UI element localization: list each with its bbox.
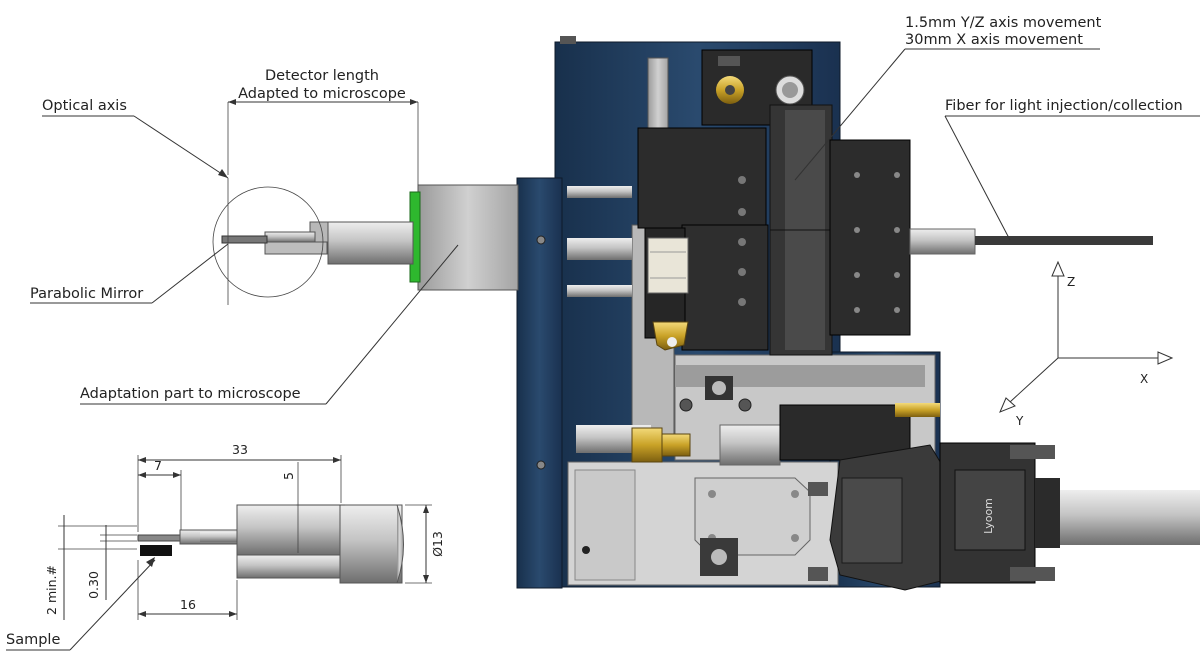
y-arrow bbox=[999, 397, 1016, 413]
connector-brand: Lyoom bbox=[982, 498, 995, 534]
axis-triad: Z X Y bbox=[999, 260, 1174, 428]
adaptation-part-label: Adaptation part to microscope bbox=[80, 386, 301, 402]
z-arrow bbox=[1051, 260, 1065, 277]
fiber bbox=[975, 236, 1153, 245]
xyz-stage bbox=[637, 127, 767, 229]
yz-movement-label: 1.5mm Y/Z axis movement bbox=[905, 15, 1102, 31]
top-left-annotations: Detector length Adapted to microscope Op… bbox=[30, 68, 459, 405]
dim-030: 0.30 bbox=[86, 571, 101, 599]
sample-block bbox=[140, 545, 172, 556]
dim-13: Ø13 bbox=[430, 531, 445, 557]
dim-7: 7 bbox=[154, 458, 162, 473]
dim-2min: 2 min.# bbox=[44, 565, 59, 615]
dim-5: 5 bbox=[281, 472, 296, 480]
dim-33: 33 bbox=[232, 442, 248, 457]
dim-16: 16 bbox=[180, 597, 196, 612]
detector-tube bbox=[327, 221, 414, 265]
side-plate bbox=[516, 177, 563, 589]
assembly: Lyoom bbox=[221, 36, 1200, 591]
detail-drawing: 33 7 5 Ø13 16 0.30 2 min.# bbox=[6, 442, 445, 651]
detail-circle bbox=[212, 186, 324, 298]
parabolic-mirror bbox=[221, 235, 268, 244]
detector-length-sublabel: Adapted to microscope bbox=[238, 86, 406, 102]
x-movement-label: 30mm X axis movement bbox=[905, 32, 1083, 48]
top-right-annotations: 1.5mm Y/Z axis movement 30mm X axis move… bbox=[794, 15, 1200, 241]
optical-axis-label: Optical axis bbox=[42, 98, 127, 114]
fiber-ferrule bbox=[909, 228, 976, 255]
fiber-label: Fiber for light injection/collection bbox=[945, 98, 1183, 114]
x-axis-stage bbox=[829, 139, 911, 336]
parabolic-mirror-label: Parabolic Mirror bbox=[30, 286, 143, 302]
x-axis-label: X bbox=[1140, 372, 1148, 386]
y-axis-label: Y bbox=[1015, 414, 1024, 428]
adaptation-part bbox=[417, 184, 519, 291]
sample-label: Sample bbox=[6, 632, 60, 648]
z-axis-label: Z bbox=[1067, 275, 1075, 289]
detector-length-label: Detector length bbox=[265, 68, 379, 84]
x-arrow bbox=[1157, 351, 1174, 365]
